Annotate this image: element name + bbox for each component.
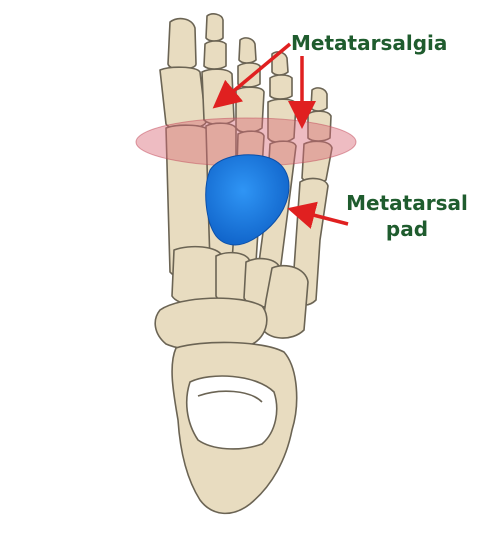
metatarsalgia-label: Metatarsalgia [291,31,448,55]
metatarsal-pad-label-line1: Metatarsal [346,191,468,215]
talus-articular-surface [185,375,278,450]
metatarsal-pad-shape [205,154,290,246]
metatarsal-pad-arrow [287,201,349,229]
foot-skeleton-illustration [154,13,333,515]
metatarsalgia-arrow-left [212,42,292,109]
talus-inner-edge [197,390,263,403]
metatarsal-pad-label-line2: pad [385,217,429,241]
metatarsal-pad-label: Metatarsal pad [342,190,472,242]
